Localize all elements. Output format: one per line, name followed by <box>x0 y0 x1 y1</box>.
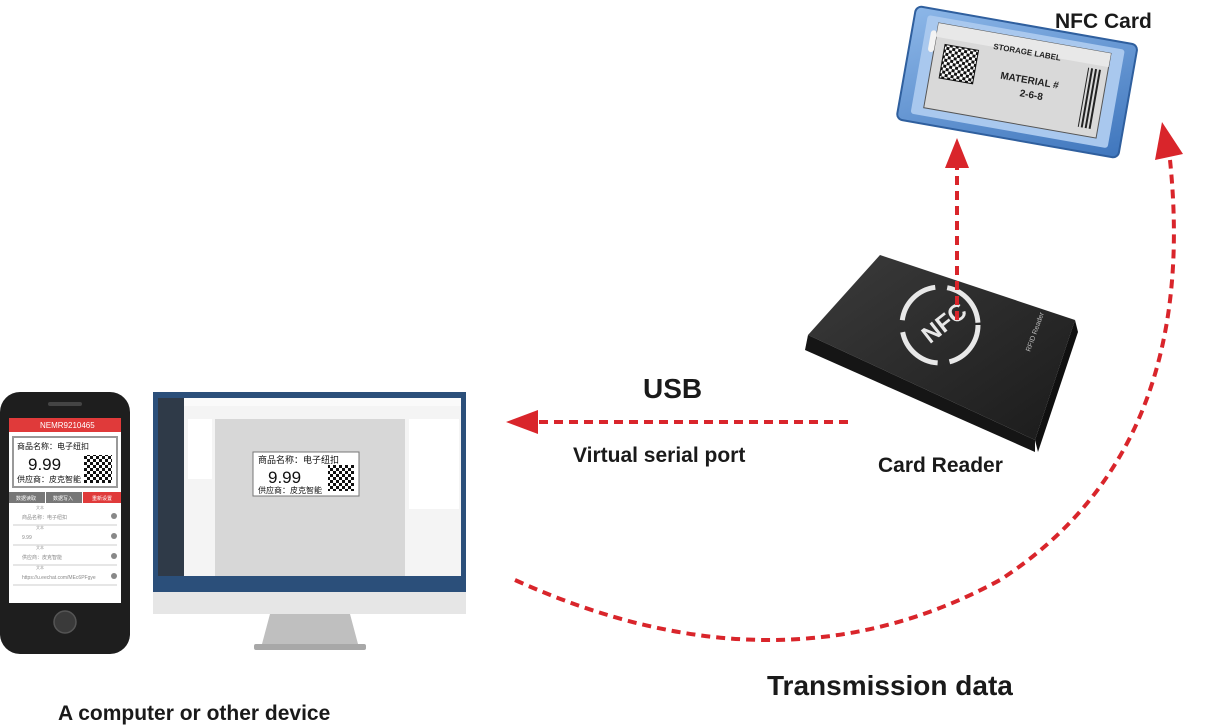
transmission-data-label: Transmission data <box>767 670 1013 701</box>
phone-field-value[interactable]: https://u.eechat.com/MEc6PFgye <box>22 575 96 581</box>
phone-field-caption: 文本 <box>36 504 44 510</box>
monitor-label-supplier: 供应商：皮克智能 <box>258 485 322 495</box>
phone-field-value[interactable]: 商品名称：电子纽扣 <box>22 514 67 521</box>
phone-button-read[interactable]: 数据读取 <box>16 495 36 502</box>
card-reader <box>805 255 1078 452</box>
nfc-logo-ring <box>899 284 981 366</box>
nfc-card <box>896 5 1138 159</box>
arrow-reader-to-card <box>945 138 969 320</box>
monitor-label-name: 商品名称：电子纽扣 <box>258 454 339 465</box>
nfc-card-label: NFC Card <box>1055 10 1152 33</box>
arrow-transmission <box>514 122 1183 642</box>
phone-field-caption: 文本 <box>36 564 44 570</box>
phone-title: NEMR9210465 <box>40 421 95 430</box>
usb-label: USB <box>643 373 703 404</box>
card-reader-label: Card Reader <box>878 454 1003 477</box>
arrow-usb-to-device <box>506 410 848 434</box>
device-label: A computer or other device <box>58 702 331 725</box>
phone-button-reset[interactable]: 重新设置 <box>92 495 112 502</box>
phone-field-value[interactable]: 供应商：皮克智能 <box>22 554 62 561</box>
phone-field-caption: 文本 <box>36 544 44 550</box>
phone-label-supplier: 供应商：皮克智能 <box>17 474 81 484</box>
smartphone <box>0 392 130 654</box>
phone-label-name: 商品名称：电子纽扣 <box>17 441 89 451</box>
phone-button-write[interactable]: 数据写入 <box>53 495 73 502</box>
phone-field-value[interactable]: 9.99 <box>22 535 32 541</box>
monitor-label-price: 9.99 <box>268 468 301 487</box>
phone-label-price: 9.99 <box>28 455 61 474</box>
nfc-card-line2: 2-6-8 <box>1019 88 1044 103</box>
phone-field-caption: 文本 <box>36 524 44 530</box>
virtual-serial-port-label: Virtual serial port <box>573 444 746 467</box>
monitor <box>153 392 466 650</box>
